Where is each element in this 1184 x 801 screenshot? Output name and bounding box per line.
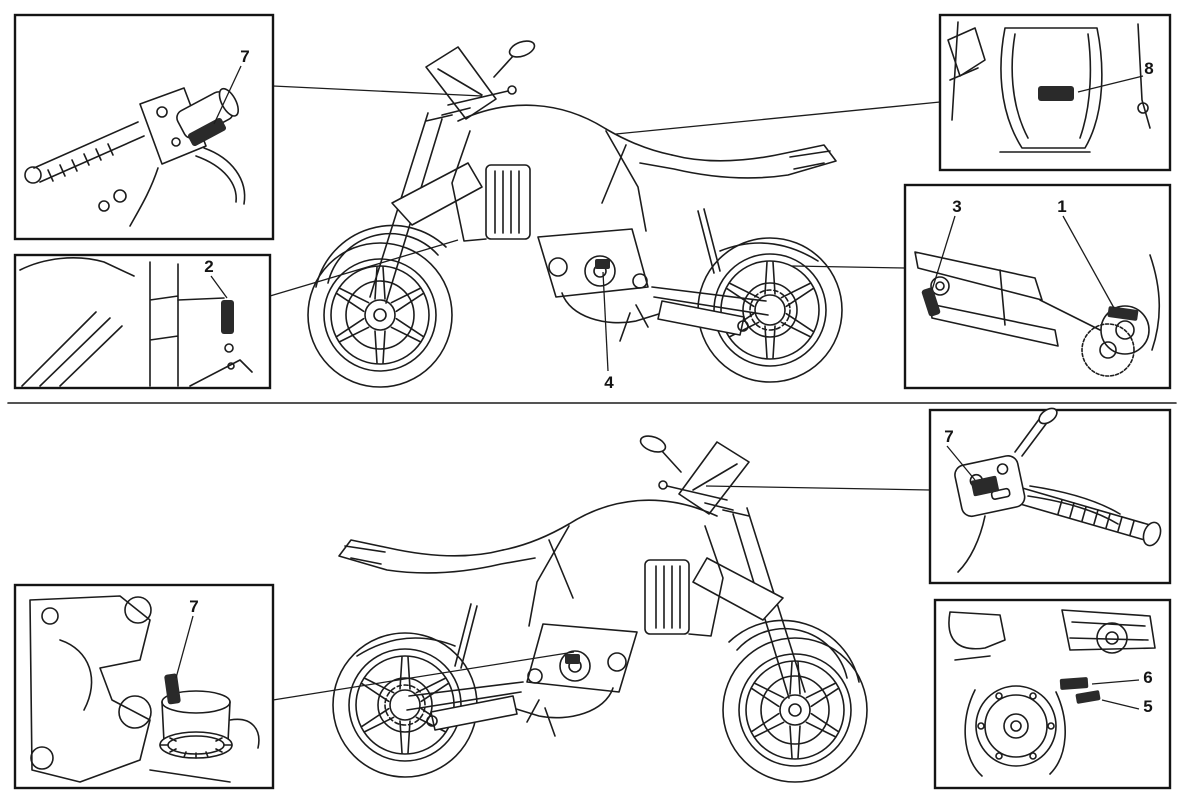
- leader-label7-switchgear: [946, 445, 976, 481]
- callout-label-7-reservoir: 7: [189, 597, 198, 616]
- callout-art-rear-reservoir: [29, 595, 260, 783]
- callout-label-7-front-brake: 7: [240, 47, 249, 66]
- leader-label1: [1062, 215, 1115, 309]
- leader-label8: [1077, 75, 1144, 93]
- leader-line-front-brake: [272, 85, 483, 97]
- leader-label5: [1101, 699, 1140, 710]
- leader-line-left-frame: [269, 239, 459, 297]
- callout-art-tank-cap: [948, 609, 1156, 777]
- leader-line-switchgear: [705, 485, 931, 491]
- callout-label-2-left-frame: 2: [204, 257, 213, 276]
- leader-line-engine-label: [602, 271, 609, 372]
- top-motorcycle-side-view: [308, 38, 842, 387]
- callout-label-5-tank: 5: [1143, 697, 1152, 716]
- callout-label-6-tank: 6: [1143, 668, 1152, 687]
- leader-line-rear-reservoir: [272, 651, 575, 701]
- callout-label-4-engine: 4: [604, 373, 614, 392]
- leader-label3: [931, 215, 956, 291]
- callout-art-left-frame: [19, 257, 253, 387]
- leader-line-swingarm: [791, 265, 906, 269]
- leader-label7-front-brake: [213, 65, 242, 125]
- leader-label6: [1091, 679, 1140, 685]
- leader-label7-reservoir: [175, 615, 194, 679]
- callout-art-swingarm: [914, 251, 1161, 377]
- bottom-motorcycle-side-view: [333, 433, 867, 782]
- callout-box-front-brake-master: [13, 13, 275, 241]
- callout-art-front-brake-master: [24, 87, 246, 227]
- leader-line-tail: [615, 101, 941, 135]
- callout-art-left-switchgear: [954, 407, 1162, 573]
- callout-box-tank-cap: [933, 598, 1172, 790]
- callout-label-3-swingarm: 3: [952, 197, 961, 216]
- callout-label-1-swingarm: 1: [1057, 197, 1066, 216]
- callout-label-8-tail: 8: [1144, 59, 1153, 78]
- callout-label-7-switchgear: 7: [944, 427, 953, 446]
- leader-label2: [210, 275, 228, 299]
- callout-art-tail-section: [947, 21, 1151, 153]
